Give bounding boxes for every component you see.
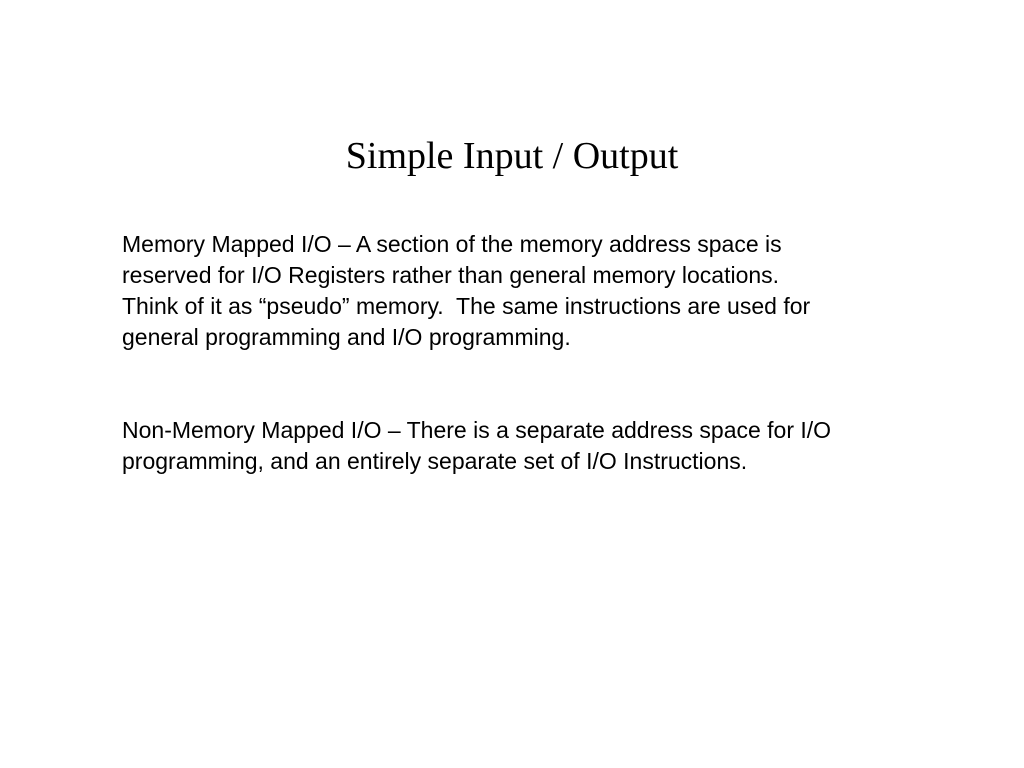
paragraph-line: Memory Mapped I/O – A section of the mem… (122, 231, 782, 257)
slide-body: Memory Mapped I/O – A section of the mem… (122, 229, 922, 477)
paragraph-line: general programming and I/O programming. (122, 324, 571, 350)
paragraph-memory-mapped-io: Memory Mapped I/O – A section of the mem… (122, 229, 922, 353)
paragraph-line: Think of it as “pseudo” memory. The same… (122, 293, 811, 319)
paragraph-line: reserved for I/O Registers rather than g… (122, 262, 780, 288)
paragraph-line: programming, and an entirely separate se… (122, 448, 748, 474)
slide-title: Simple Input / Output (345, 135, 679, 177)
paragraph-non-memory-mapped-io: Non-Memory Mapped I/O – There is a separ… (122, 415, 922, 477)
paragraph-line: Non-Memory Mapped I/O – There is a separ… (122, 417, 832, 443)
